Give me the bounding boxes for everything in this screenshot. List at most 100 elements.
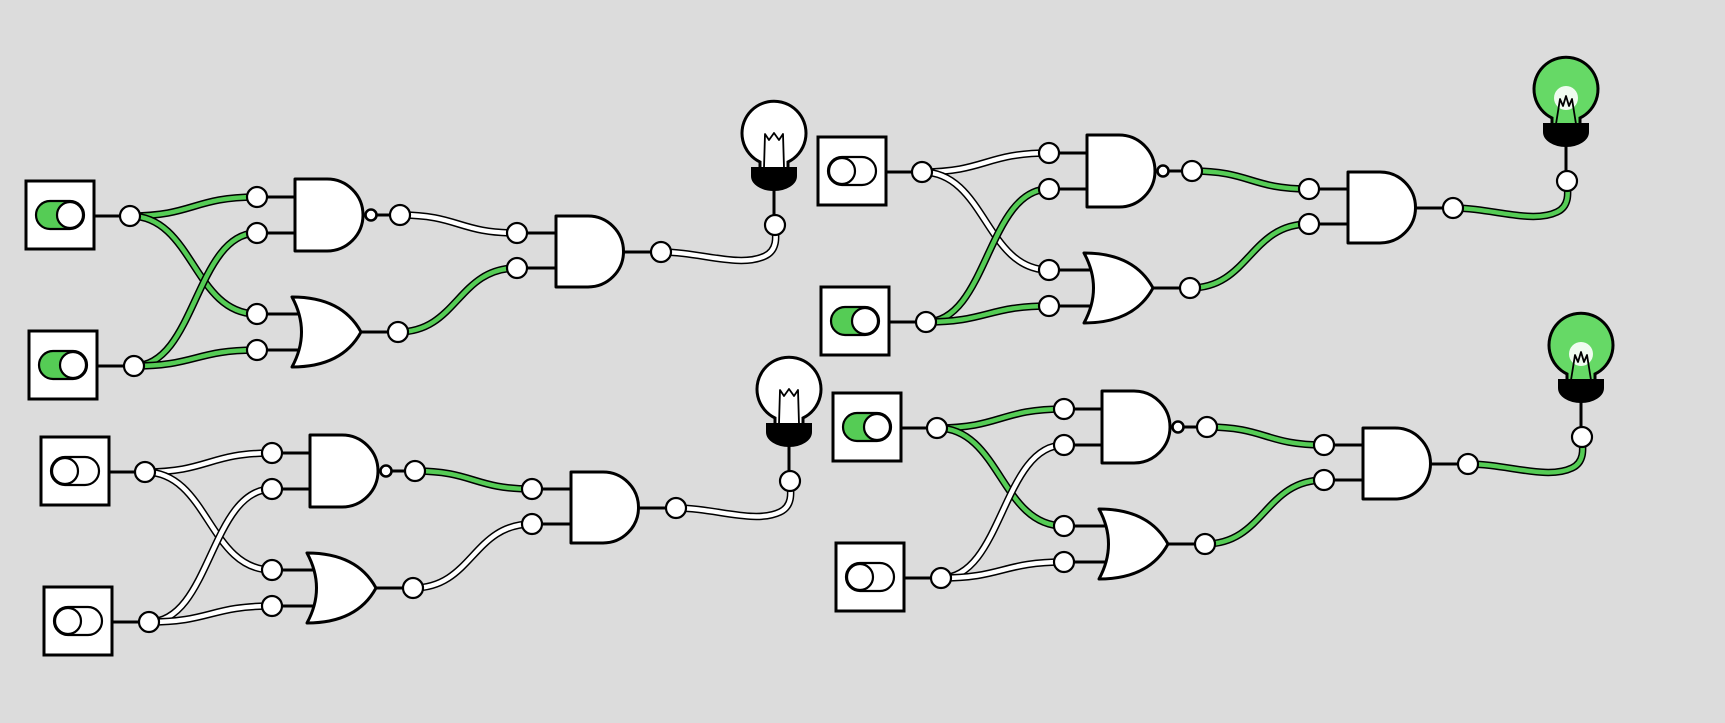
input-b-port[interactable] (122, 354, 146, 378)
bulb-input-port[interactable] (1555, 169, 1579, 193)
bulb-input-port[interactable] (763, 213, 787, 237)
switch-a[interactable] (24, 179, 130, 251)
wire-and-to-bulb (1449, 177, 1572, 221)
and-input-port-1[interactable] (505, 221, 529, 245)
nand-input-port-1[interactable] (1052, 397, 1076, 421)
or-input-port-1[interactable] (245, 302, 269, 326)
nand-gate (257, 177, 400, 253)
bulb-input-port[interactable] (778, 469, 802, 493)
switch-a[interactable] (831, 391, 937, 463)
input-a-port[interactable] (133, 460, 157, 484)
nand-gate (272, 433, 415, 509)
wire-b-to-nand-fill (923, 186, 1052, 325)
and-body (554, 214, 625, 289)
circuit-4 (831, 311, 1615, 613)
wire-b-to-nand (922, 185, 1053, 326)
or-input-port-2[interactable] (260, 594, 284, 618)
or-output-port[interactable] (401, 576, 425, 600)
wire-a-to-nand (933, 405, 1068, 432)
or-input-port-2[interactable] (245, 338, 269, 362)
nand-input-port-2[interactable] (245, 221, 269, 245)
and-input-port-2[interactable] (505, 256, 529, 280)
or-input-port-2[interactable] (1037, 294, 1061, 318)
wire-b-to-nand-fill (131, 230, 260, 369)
or-input-port-1[interactable] (1037, 258, 1061, 282)
switch-a[interactable] (816, 135, 922, 207)
or-body (290, 295, 363, 369)
nand-output-port[interactable] (1195, 415, 1219, 439)
and-input-port-2[interactable] (520, 512, 544, 536)
switch-a-knob[interactable] (862, 412, 892, 442)
and-gate (532, 470, 676, 545)
wire-a-to-nand-fill (919, 150, 1052, 175)
or-output-port[interactable] (1193, 532, 1217, 556)
wire-b-to-nand-fill (938, 442, 1067, 581)
input-a-port[interactable] (910, 160, 934, 184)
nand-input-port-1[interactable] (260, 441, 284, 465)
wire-and-to-bulb-fill (658, 222, 778, 263)
switch-b-knob[interactable] (850, 306, 880, 336)
wire-b-to-nand (130, 229, 261, 370)
bulb-filament (763, 132, 785, 169)
nand-input-port-1[interactable] (245, 185, 269, 209)
wire-nand-to-and-fill (1189, 168, 1312, 192)
input-b-port[interactable] (914, 310, 938, 334)
bulb-base (766, 423, 812, 447)
and-output-port[interactable] (649, 240, 673, 264)
nand-input-port-1[interactable] (1037, 141, 1061, 165)
nand-output-port[interactable] (403, 459, 427, 483)
switch-b[interactable] (42, 585, 149, 657)
input-a-port[interactable] (118, 204, 142, 228)
switch-b-knob[interactable] (58, 350, 88, 380)
and-input-port-2[interactable] (1312, 468, 1336, 492)
nand-input-port-2[interactable] (1052, 433, 1076, 457)
switch-a-knob[interactable] (827, 156, 857, 186)
bulb-base (1543, 123, 1589, 147)
or-input-port-1[interactable] (1052, 514, 1076, 538)
and-input-port-1[interactable] (1297, 177, 1321, 201)
wire-b-to-or (937, 558, 1068, 582)
and-output-port[interactable] (1456, 452, 1480, 476)
switch-b[interactable] (27, 329, 134, 401)
wire-b-to-nand (145, 485, 276, 626)
wire-nand-to-and-fill (397, 212, 520, 236)
and-input-port-1[interactable] (520, 477, 544, 501)
or-output-port[interactable] (1178, 276, 1202, 300)
nand-input-port-2[interactable] (1037, 177, 1061, 201)
wire-nand-to-and (396, 211, 521, 237)
or-input-port-1[interactable] (260, 558, 284, 582)
and-gate (517, 214, 661, 289)
nand-gate (1064, 389, 1207, 465)
wire-a-to-or-fill (142, 469, 275, 573)
switch-b-knob[interactable] (845, 562, 875, 592)
input-a-port[interactable] (925, 416, 949, 440)
wire-and-to-bulb-fill (1450, 178, 1570, 219)
bulb-input-port[interactable] (1570, 425, 1594, 449)
wire-and-to-bulb (672, 477, 795, 521)
switch-a[interactable] (39, 435, 145, 507)
bulb-base (1558, 379, 1604, 403)
wire-a-to-or (933, 424, 1068, 530)
wire-a-to-nand (126, 193, 261, 220)
nand-output-port[interactable] (1180, 159, 1204, 183)
switch-b[interactable] (819, 285, 926, 357)
and-output-port[interactable] (1441, 196, 1465, 220)
and-input-port-2[interactable] (1297, 212, 1321, 236)
switch-a-knob[interactable] (50, 456, 80, 486)
input-b-port[interactable] (137, 610, 161, 634)
wire-or-to-and-fill (410, 521, 535, 591)
switch-b[interactable] (834, 541, 941, 613)
switch-a-knob[interactable] (55, 200, 85, 230)
wire-a-to-nand (141, 449, 276, 476)
wire-b-to-or (130, 346, 261, 370)
switch-b-knob[interactable] (53, 606, 83, 636)
and-input-port-1[interactable] (1312, 433, 1336, 457)
nand-input-port-2[interactable] (260, 477, 284, 501)
and-gate (1309, 170, 1453, 245)
input-b-port[interactable] (929, 566, 953, 590)
and-output-port[interactable] (664, 496, 688, 520)
nand-output-port[interactable] (388, 203, 412, 227)
or-output-port[interactable] (386, 320, 410, 344)
or-input-port-2[interactable] (1052, 550, 1076, 574)
